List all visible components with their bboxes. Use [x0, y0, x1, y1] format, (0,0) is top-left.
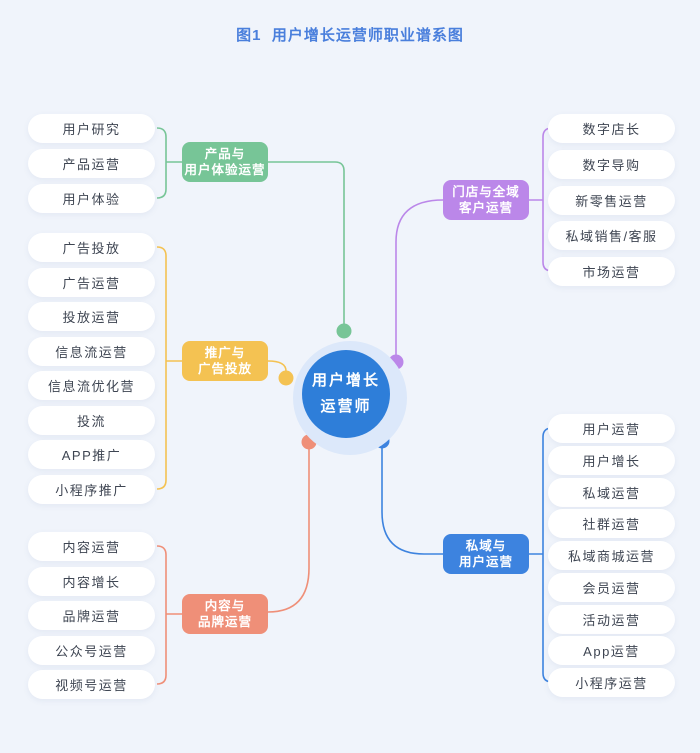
link-store-omni	[395, 199, 444, 355]
leaf-node-content-brand-0: 内容运营	[28, 531, 155, 561]
branch-node-content-brand: 内容与 品牌运营	[182, 594, 268, 634]
leaf-node-product-ux-2: 用户体验	[28, 183, 155, 213]
leaf-node-product-ux-0: 用户研究	[28, 113, 155, 143]
link-content-brand	[267, 449, 310, 613]
leaf-node-content-brand-1: 内容增长	[28, 566, 155, 596]
leaf-node-promotion-ads-0: 广告投放	[28, 232, 155, 262]
branch-label-line: 推广与	[204, 346, 246, 360]
brace-promotion-ads	[156, 246, 182, 490]
branch-node-product-ux: 产品与 用户体验运营	[182, 142, 268, 182]
branch-node-private-user: 私域与 用户运营	[443, 534, 529, 574]
branch-label-line: 产品与	[204, 147, 246, 161]
branch-label-line: 客户运营	[458, 201, 513, 215]
leaf-node-store-omni-1: 数字导购	[548, 149, 675, 179]
branch-node-promotion-ads: 推广与 广告投放	[182, 341, 268, 381]
leaf-node-private-user-3: 社群运营	[548, 508, 675, 538]
leaf-node-store-omni-0: 数字店长	[548, 113, 675, 143]
leaf-node-private-user-5: 会员运营	[548, 572, 675, 602]
brace-product-ux	[156, 127, 182, 199]
link-promotion-ads	[267, 360, 287, 372]
figure-title: 图1 用户增长运营师职业谱系图	[236, 27, 464, 44]
branch-label-line: 内容与	[204, 599, 246, 613]
leaf-node-promotion-ads-7: 小程序推广	[28, 474, 155, 504]
leaf-node-private-user-0: 用户运营	[548, 413, 675, 443]
leaf-node-promotion-ads-2: 投放运营	[28, 301, 155, 331]
center-label-line: 运营师	[320, 398, 372, 415]
branch-label-line: 私域与	[465, 539, 507, 553]
link-private-user	[381, 448, 443, 555]
branch-node-store-omni: 门店与全域 客户运营	[443, 180, 529, 220]
leaf-node-store-omni-4: 市场运营	[548, 256, 675, 286]
center-label-line: 用户增长	[311, 372, 380, 389]
leaf-node-promotion-ads-6: APP推广	[28, 439, 155, 469]
leaf-node-content-brand-3: 公众号运营	[28, 635, 155, 665]
dot-product-ux	[336, 323, 352, 339]
leaf-node-private-user-7: App运营	[548, 635, 675, 665]
branch-label-line: 用户体验运营	[184, 163, 266, 177]
center-node: 用户增长 运营师	[302, 350, 390, 438]
leaf-node-promotion-ads-3: 信息流运营	[28, 336, 155, 366]
dot-promotion-ads	[278, 370, 294, 386]
link-product-ux	[268, 161, 345, 324]
leaf-node-store-omni-2: 新零售运营	[548, 185, 675, 215]
branch-label-line: 广告投放	[197, 362, 252, 376]
branch-label-line: 门店与全域	[452, 185, 520, 199]
leaf-node-product-ux-1: 产品运营	[28, 148, 155, 178]
leaf-node-promotion-ads-1: 广告运营	[28, 267, 155, 297]
leaf-node-private-user-4: 私域商城运营	[548, 540, 675, 570]
leaf-node-private-user-2: 私域运营	[548, 477, 675, 507]
leaf-node-private-user-6: 活动运营	[548, 604, 675, 634]
leaf-node-store-omni-3: 私域销售/客服	[548, 220, 675, 250]
brace-private-user	[528, 427, 553, 683]
brace-content-brand	[156, 545, 182, 685]
leaf-node-content-brand-4: 视频号运营	[28, 669, 155, 699]
branch-label-line: 用户运营	[458, 555, 513, 569]
leaf-node-promotion-ads-5: 投流	[28, 405, 155, 435]
leaf-node-content-brand-2: 品牌运营	[28, 600, 155, 630]
leaf-node-promotion-ads-4: 信息流优化营	[28, 370, 155, 400]
branch-label-line: 品牌运营	[197, 615, 252, 629]
brace-store-omni	[528, 127, 553, 272]
leaf-node-private-user-1: 用户增长	[548, 445, 675, 475]
leaf-node-private-user-8: 小程序运营	[548, 667, 675, 697]
